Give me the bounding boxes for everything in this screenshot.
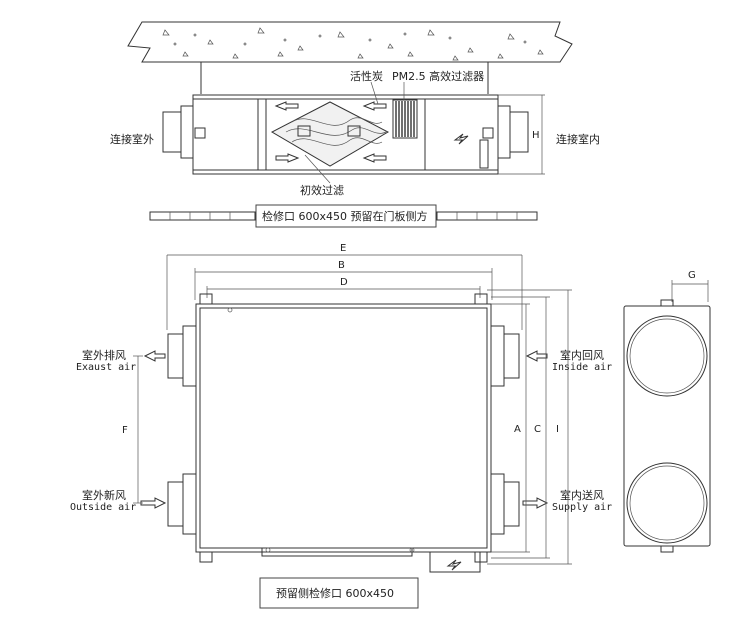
indoor-duct-collar-right bbox=[497, 105, 511, 159]
outside-air-arrow-icon bbox=[140, 497, 167, 509]
dimension-g: G bbox=[688, 270, 696, 281]
top-access-note: 检修口 600x450 预留在门板侧方 bbox=[262, 209, 428, 223]
label-outside-cn: 室外新风 bbox=[82, 488, 126, 502]
svg-text:E: E bbox=[340, 243, 346, 254]
label-supply-cn: 室内送风 bbox=[560, 488, 604, 502]
exhaust-arrow-icon bbox=[143, 350, 166, 362]
svg-text:D: D bbox=[340, 277, 348, 288]
dimension-h: H bbox=[498, 94, 545, 175]
label-inside-cn: 室内回风 bbox=[560, 348, 604, 362]
front-view-unit bbox=[167, 293, 520, 573]
supply-air-arrow-icon bbox=[522, 497, 549, 509]
ceiling-access-strip: 检修口 600x450 预留在门板侧方 bbox=[149, 204, 538, 228]
label-connect-indoor: 连接室内 bbox=[556, 132, 600, 146]
label-connect-outdoor: 连接室外 bbox=[110, 132, 154, 146]
svg-text:B: B bbox=[338, 260, 345, 271]
side-access-note: 预留侧检修口 600x450 bbox=[276, 586, 394, 600]
side-view-unit: G bbox=[623, 270, 711, 553]
hanger-rods bbox=[200, 62, 489, 94]
label-exhaust-en: Exaust air bbox=[76, 362, 136, 373]
inside-air-arrow-icon bbox=[525, 350, 548, 362]
label-supply-en: Supply air bbox=[552, 502, 612, 513]
label-exhaust-cn: 室外排风 bbox=[82, 348, 126, 362]
side-access-note-box: 预留侧检修口 600x450 bbox=[259, 577, 419, 609]
svg-text:H: H bbox=[532, 130, 540, 141]
pm25-filter-block bbox=[392, 99, 418, 139]
label-inside-en: Inside air bbox=[552, 362, 612, 373]
front-top-dimensions: E B D bbox=[166, 243, 523, 330]
label-activated-carbon: 活性炭 bbox=[350, 69, 383, 83]
outdoor-duct-collar-left bbox=[162, 111, 182, 153]
lower-duct-circle bbox=[626, 462, 708, 544]
left-duct-collars bbox=[167, 325, 197, 535]
dimension-f: F bbox=[122, 355, 143, 504]
svg-text:F: F bbox=[122, 425, 128, 436]
top-view-unit bbox=[162, 81, 529, 184]
front-right-dimensions: A C I bbox=[487, 289, 572, 565]
label-outside-en: Outside air bbox=[70, 502, 136, 513]
fan-motor-icon bbox=[453, 133, 469, 145]
svg-text:A: A bbox=[514, 424, 521, 435]
label-pm25-filter: PM2.5 高效过滤器 bbox=[392, 69, 484, 83]
concrete-speckles bbox=[162, 27, 544, 61]
svg-text:I: I bbox=[556, 424, 559, 435]
right-duct-collars bbox=[490, 325, 520, 535]
airflow-arrows bbox=[274, 101, 387, 163]
upper-duct-circle bbox=[626, 315, 708, 397]
label-primary-filter: 初效过滤 bbox=[300, 183, 344, 197]
ceiling-slab bbox=[127, 21, 573, 63]
svg-text:C: C bbox=[534, 424, 541, 435]
